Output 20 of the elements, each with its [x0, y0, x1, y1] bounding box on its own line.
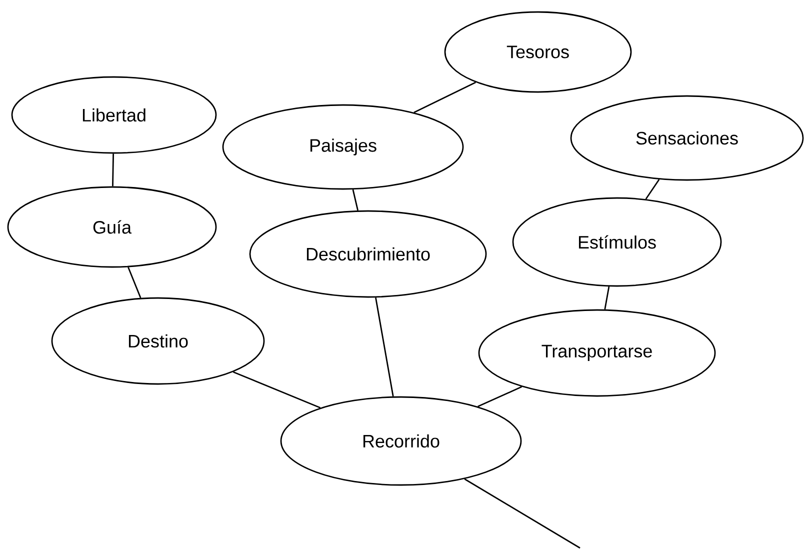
ellipse-node: Paisajes	[222, 104, 464, 190]
connector-line	[478, 386, 522, 408]
connector-line	[414, 82, 476, 114]
connector-line	[375, 297, 394, 397]
ellipse-node: Sensaciones	[570, 95, 804, 181]
connector-line	[128, 266, 142, 298]
connector-line	[604, 286, 610, 310]
connector-line	[352, 189, 359, 211]
ellipse-node: Transportarse	[478, 309, 716, 397]
connector-line	[645, 179, 660, 200]
ellipse-node: Estímulos	[512, 197, 722, 287]
ellipse-node: Guía	[7, 186, 217, 268]
ellipse-node: Libertad	[11, 76, 217, 154]
ellipse-node: Recorrido	[280, 396, 522, 486]
connector-line	[233, 371, 321, 408]
connector-line	[112, 154, 114, 186]
ellipse-node: Tesoros	[444, 11, 632, 93]
ellipse-node: Destino	[51, 297, 265, 385]
connector-line	[464, 478, 580, 549]
ellipse-node: Descubrimiento	[249, 210, 487, 298]
